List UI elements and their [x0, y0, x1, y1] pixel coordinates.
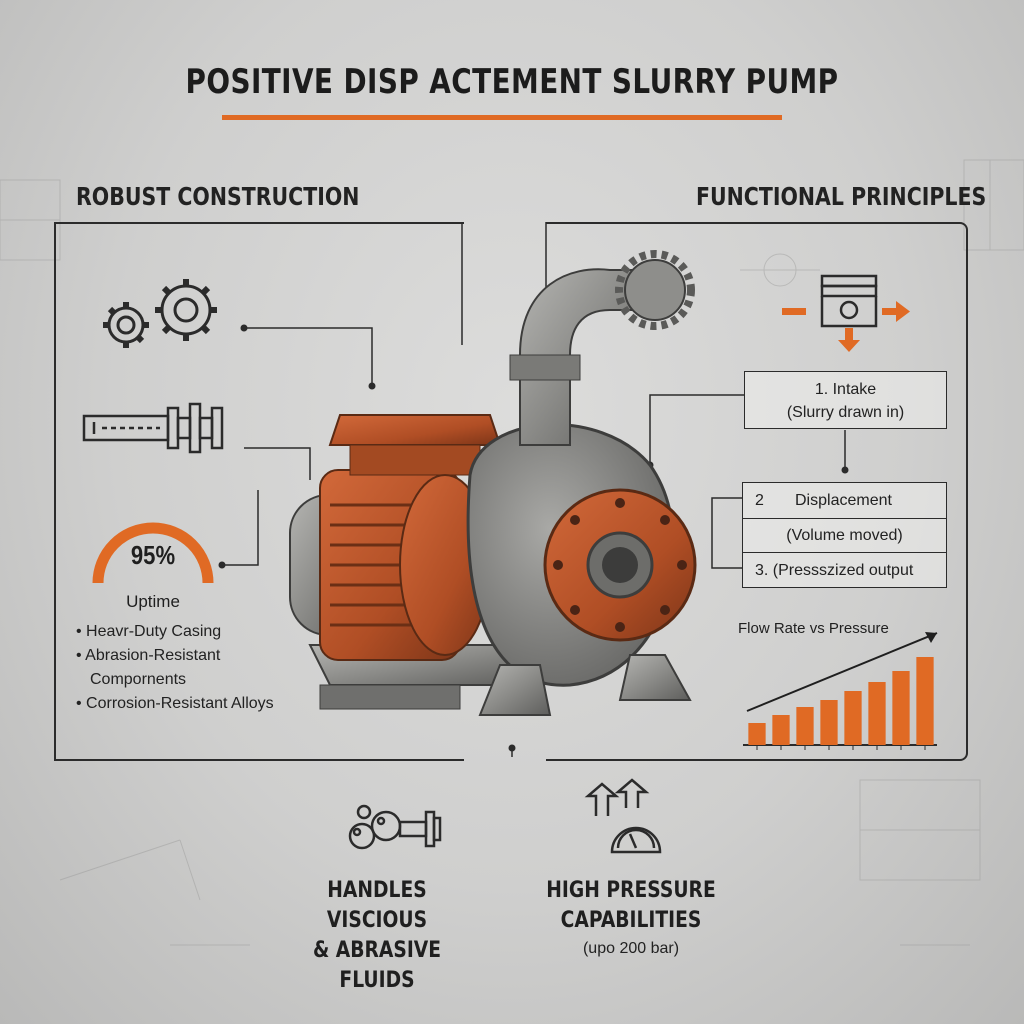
step-displacement-title: Displacement: [795, 492, 892, 509]
list-item: • Heavr-Duty Casing: [76, 623, 222, 640]
chart-trend-line: [746, 632, 938, 712]
step-output: 3. (Pressszized output: [755, 562, 914, 579]
pressure-gauge-icon: [584, 778, 662, 854]
uptime-value: 95%: [130, 540, 176, 570]
chart-bar-2: [772, 715, 790, 745]
slurry-pump-illustration: [289, 250, 697, 716]
uptime-caption: Uptime: [126, 592, 180, 611]
chart-trend-arrowhead: [925, 632, 937, 643]
shaft-icon: [82, 402, 224, 454]
chart-bar-1: [748, 723, 766, 745]
left-panel-frame: [54, 222, 464, 761]
step-number: 2: [755, 492, 764, 509]
feature-line: HIGH PRESSURE: [546, 878, 716, 903]
list-item: • Corrosion-Resistant Alloys: [76, 695, 274, 712]
chart-bar-7: [892, 671, 910, 745]
gears-icon: [103, 279, 217, 348]
list-item: • Abrasion-Resistant: [76, 647, 221, 664]
title-underline: [222, 115, 782, 120]
feature-line: HANDLES VISCIOUS: [326, 878, 428, 933]
mini-chart-title: Flow Rate vs Pressure: [738, 620, 889, 637]
chart-bar-5: [844, 691, 862, 745]
list-item: Compornents: [90, 671, 187, 688]
step-displacement-group: 2 Displacement (Volume moved) 3. (Presss…: [742, 482, 947, 588]
feature-viscous-fluids: HANDLES VISCIOUS & ABRASIVE FLUIDS: [279, 876, 475, 996]
feature-high-pressure: HIGH PRESSURE CAPABILITIES: [533, 876, 729, 936]
flow-pressure-chart: [743, 632, 938, 750]
chart-bar-4: [820, 700, 838, 745]
feature-line: & ABRASIVE FLUIDS: [312, 938, 442, 993]
chart-bar-8: [916, 657, 934, 745]
step-intake: 1. Intake (Slurry drawn in): [744, 371, 947, 429]
chart-bar-3: [796, 707, 814, 745]
step-intake-title: 1. Intake: [814, 381, 877, 398]
chart-bar-6: [868, 682, 886, 745]
uptime-gauge: [92, 522, 214, 584]
feature-bullet-list: • Heavr-Duty Casing • Abrasion-Resistant…: [76, 620, 274, 716]
step-intake-desc: (Slurry drawn in): [786, 404, 905, 421]
step-displacement-desc: (Volume moved): [743, 519, 946, 553]
right-panel-frame: [546, 222, 968, 761]
right-section-heading: FUNCTIONAL PRINCIPLES: [696, 182, 987, 211]
step-displacement: 2 Displacement: [743, 483, 946, 519]
piston-icon: [782, 274, 910, 352]
feature-line: CAPABILITIES: [560, 908, 702, 933]
left-section-heading: ROBUST CONSTRUCTION: [76, 182, 360, 211]
pressure-rating: (upo 200 bar): [582, 940, 680, 957]
fluid-balls-icon: [348, 804, 442, 850]
page-title: POSITIVE DISP ACTEMENT SLURRY PUMP: [185, 62, 839, 102]
